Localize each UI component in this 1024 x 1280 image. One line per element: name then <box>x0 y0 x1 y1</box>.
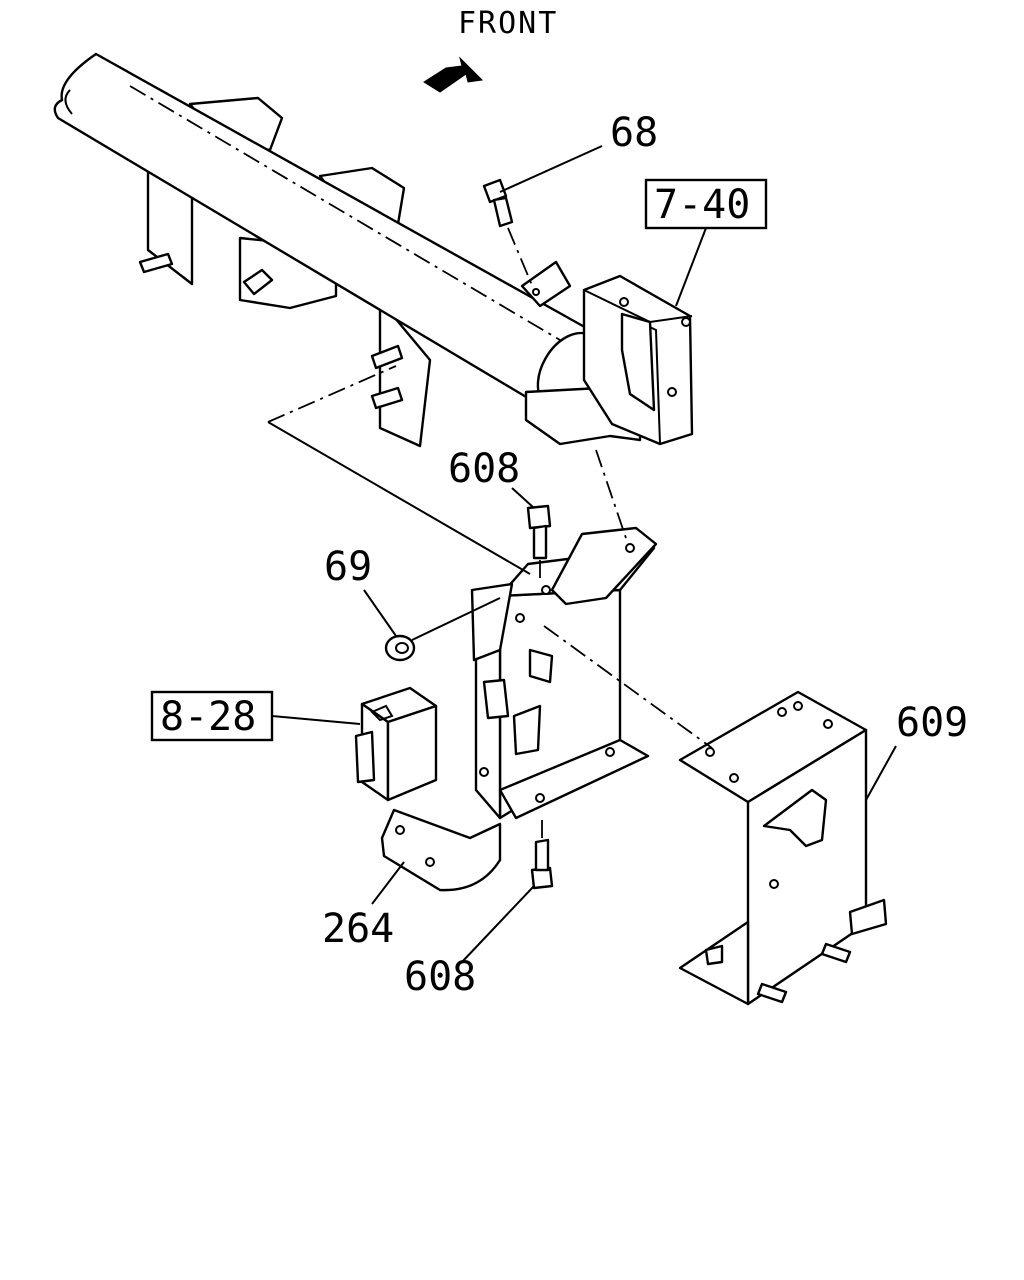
cross-member-tube <box>53 52 642 448</box>
module-8-28 <box>354 686 438 802</box>
nut-69 <box>384 634 416 662</box>
callout-608-top: 608 <box>448 446 520 492</box>
callout-box-7-40 <box>644 178 768 230</box>
bolt-68 <box>482 178 535 291</box>
callout-608-bottom: 608 <box>404 954 476 1000</box>
callout-box-8-28 <box>150 690 274 742</box>
bracket-264 <box>380 808 502 892</box>
main-bracket <box>470 526 658 820</box>
callout-68: 68 <box>610 110 658 156</box>
callout-8-28: 8-28 <box>160 694 256 740</box>
front-arrow-icon <box>423 56 484 93</box>
callout-7-40: 7-40 <box>654 182 750 228</box>
alignment-lines <box>267 365 713 749</box>
callout-264: 264 <box>322 906 394 952</box>
bolt-608-bottom <box>530 820 554 890</box>
front-label: FRONT <box>458 6 558 41</box>
callout-69: 69 <box>324 544 372 590</box>
callout-609: 609 <box>896 700 968 746</box>
bolt-608-top <box>526 504 552 584</box>
bracket-609 <box>678 690 888 1006</box>
component-7-40 <box>582 274 694 446</box>
leader-lines <box>271 145 897 963</box>
